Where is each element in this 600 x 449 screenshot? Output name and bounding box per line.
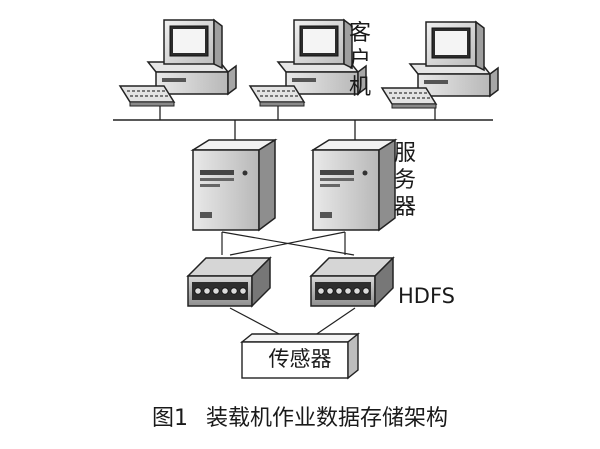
sensor-box-icon	[240, 332, 360, 380]
storage-array-icon	[187, 257, 271, 307]
figure-title: 装载机作业数据存储架构	[205, 406, 448, 431]
tower-server-icon	[192, 139, 276, 231]
hdfs-label: HDFS	[398, 284, 456, 308]
tower-server-icon	[312, 139, 396, 231]
desktop-computer-icon	[119, 19, 237, 107]
figure-number: 图1	[151, 406, 188, 431]
client-label: 客户机	[348, 21, 371, 100]
storage-array-icon	[310, 257, 394, 307]
server-label: 服务器	[393, 141, 416, 220]
desktop-computer-icon	[381, 21, 499, 109]
link-server2-storage1	[229, 231, 346, 256]
sensor-label: 传感器	[268, 347, 332, 371]
figure-caption: 图1 装载机作业数据存储架构	[0, 400, 600, 432]
